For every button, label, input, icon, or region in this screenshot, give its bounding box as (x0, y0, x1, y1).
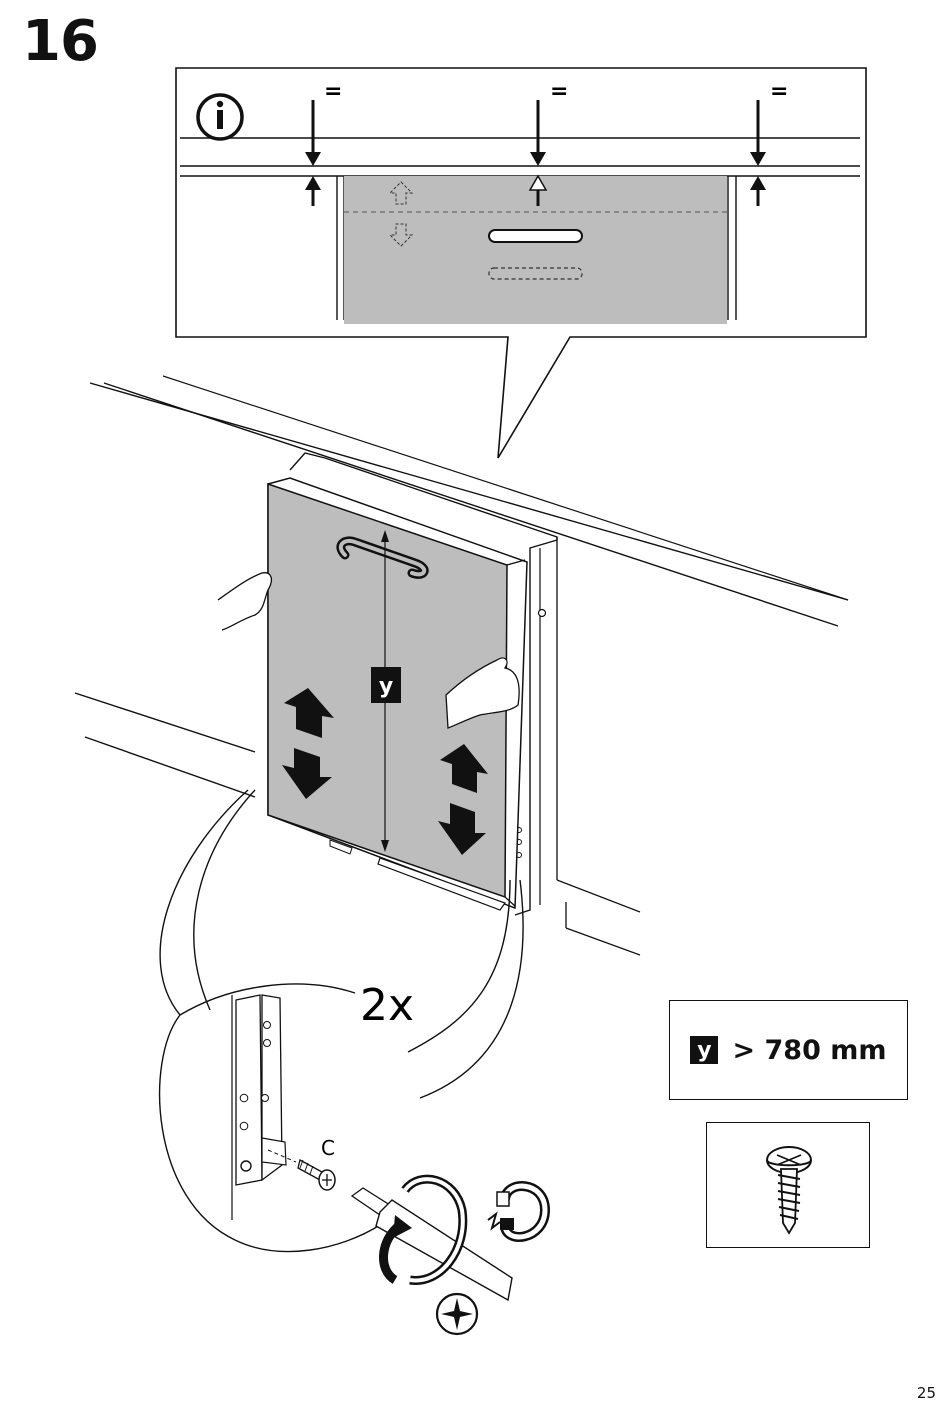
screw-label-c: C (321, 1136, 335, 1160)
quantity-label: 2x (360, 980, 414, 1031)
screwdriver-icon (352, 1179, 512, 1300)
screw-icon: C (298, 1136, 335, 1190)
dimension-label-y: y (379, 674, 393, 699)
phillips-icon (437, 1294, 477, 1334)
requirement-text: > 780 mm (732, 1035, 886, 1066)
hinge-detail (232, 995, 296, 1220)
info-icon (198, 95, 242, 139)
hand-icon (218, 573, 271, 630)
screw-box (706, 1122, 870, 1248)
magnetic-bit-icon (488, 1186, 545, 1237)
detail-callout: = = = (176, 68, 866, 458)
equal-mark-1: = (324, 79, 342, 104)
equal-mark-3: = (770, 79, 788, 104)
equal-mark-2: = (550, 79, 568, 104)
screw-icon (707, 1123, 871, 1249)
requirement-badge-y: y (690, 1036, 718, 1064)
requirement-box: y > 780 mm (669, 1000, 908, 1100)
dishwasher-door-panel: y (218, 478, 527, 910)
page-number: 25 (917, 1384, 936, 1402)
